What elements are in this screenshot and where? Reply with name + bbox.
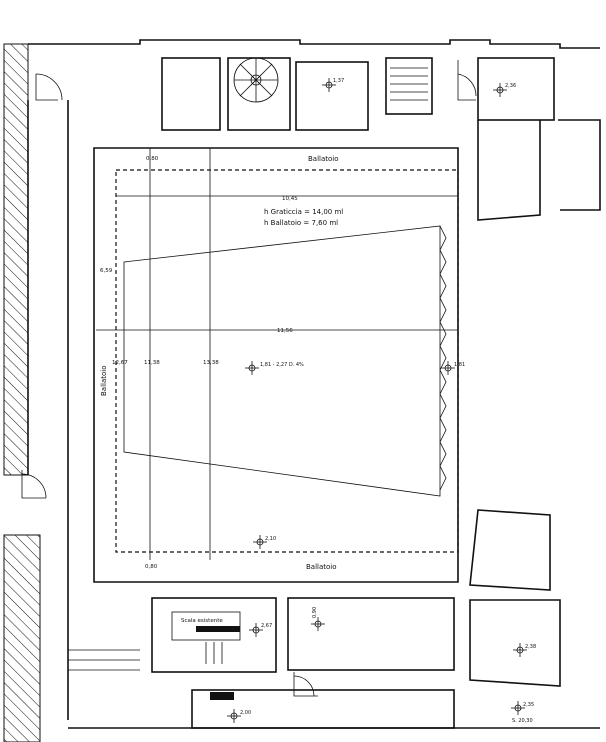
label-ballatoio-left: Ballatoio: [100, 365, 108, 396]
door-top-right: [457, 60, 476, 101]
elev-2-38: 2,38: [525, 644, 536, 650]
hall-outline: [93, 147, 459, 583]
dim-6-59: 6,59: [100, 268, 113, 274]
label-ballatoio-bottom: Ballatoio: [306, 563, 337, 571]
room-1-37: [295, 61, 369, 131]
hatched-wall-left-lower: [3, 534, 41, 742]
hatched-wall-left-upper: [3, 43, 29, 476]
dim-0-80-top: 0,80: [146, 156, 159, 162]
room-top-1: [161, 57, 221, 131]
label-scale-esistente: Scala esistente: [181, 618, 223, 624]
label-h-ballatoio: h Ballatoio = 7,60 ml: [264, 219, 338, 227]
dim-10-45: 10,45: [282, 196, 298, 202]
dim-13-38: 13,38: [203, 360, 219, 366]
dim-0-80-bottom: 0,80: [145, 564, 158, 570]
elev-2-00: 2,00: [240, 710, 251, 716]
outer-wall-top: [28, 39, 600, 49]
elev-2-35: 2,35: [523, 702, 534, 708]
dim-11-38: 11,38: [144, 360, 160, 366]
elev-0-90: 0,90: [312, 607, 318, 618]
dim-12-67: 12,67: [112, 360, 128, 366]
room-right-lower-1: [469, 509, 551, 591]
door-bottom-center: [293, 672, 318, 697]
door-top-left: [35, 74, 58, 101]
room-0-90: [287, 597, 455, 671]
bottom-strip-solid: [210, 692, 234, 700]
stair-flight: [196, 626, 240, 632]
elev-2-36: 2,36: [505, 83, 516, 89]
room-2-36: [477, 57, 555, 121]
room-right-lower-2: [469, 599, 561, 687]
stair-top: [385, 57, 433, 115]
elev-right: 1,81: [454, 362, 465, 368]
bottom-strip: [191, 689, 455, 729]
elev-s-20-30: S. 20,30: [512, 718, 533, 724]
stair-room: [151, 597, 277, 673]
elev-2-10: 2,10: [265, 536, 276, 542]
elev-1-37: 1,37: [333, 78, 344, 84]
elev-center: 1,81 - 2,27 D. 4%: [260, 362, 304, 368]
door-bottom-left: [21, 470, 46, 499]
elevation-markers: [227, 78, 527, 723]
ballatoio-dashed: [115, 169, 459, 553]
right-column-rooms: [477, 120, 541, 221]
label-h-graticcia: h Graticcia = 14,00 ml: [264, 208, 343, 216]
elev-2-67: 2,67: [261, 623, 272, 629]
zigzag-curtain: [439, 225, 447, 491]
dim-11-56: 11,56: [277, 328, 293, 334]
label-ballatoio-top: Ballatoio: [308, 155, 339, 163]
stage-trapezoid: [123, 225, 441, 497]
